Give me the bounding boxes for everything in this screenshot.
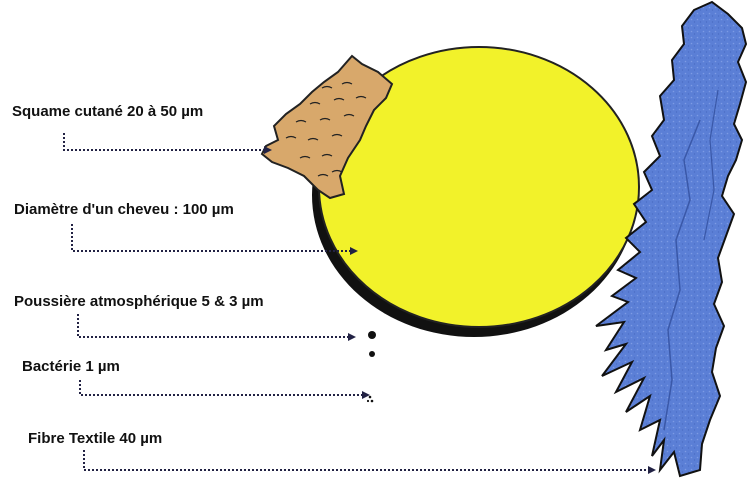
bacterium-1 [369,396,372,399]
bacterium-3 [367,400,369,402]
dust-particle-large [368,331,376,339]
dust-particle-small [369,351,375,357]
leader-squame [64,133,264,150]
label-poussiere: Poussière atmosphérique 5 & 3 µm [14,293,264,310]
label-cheveu: Diamètre d'un cheveu : 100 µm [14,201,234,218]
bacteria-dots [367,396,373,403]
arrowhead-bacterie [362,391,370,399]
label-squame: Squame cutané 20 à 50 µm [12,103,203,120]
leader-cheveu [72,224,350,251]
dust-particles [368,331,376,357]
label-fibre: Fibre Textile 40 µm [28,430,162,447]
arrowhead-fibre [648,466,656,474]
label-bacterie: Bactérie 1 µm [22,358,120,375]
leader-fibre [84,450,648,470]
bacterium-2 [371,400,374,403]
leader-poussiere [78,314,348,337]
arrowhead-poussiere [348,333,356,341]
leader-bacterie [80,380,362,395]
